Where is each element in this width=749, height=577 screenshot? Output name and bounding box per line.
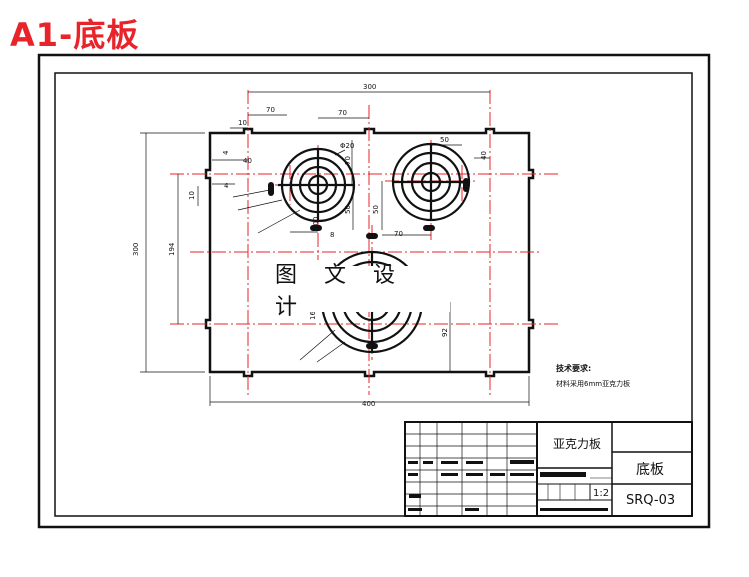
mounting-slots [268,178,469,349]
dim-overall-height: 300 [132,243,140,256]
notes-line-1: 材料采用6mm亚克力板 [556,379,630,388]
dim-70-lower: 70 [394,230,403,238]
dim-8: 8 [330,231,334,239]
dim-4-b: 4 [224,182,229,190]
watermark: 图 文 设 计 [275,263,450,320]
title-block-material: 亚克力板 [553,437,601,451]
dim-16: 16 [309,311,317,320]
title-block-part-name: 底板 [636,462,664,478]
dimension-lines [140,91,530,406]
dim-50-vert-2: 50 [372,205,380,214]
dim-4-a: 4 [222,150,230,155]
dim-40-left: 40 [243,157,252,165]
dim-92: 92 [441,328,449,337]
dim-10-side: 10 [188,191,196,200]
dim-10-top: 10 [238,119,247,127]
disc-pattern-left [278,147,356,223]
dim-70-mid: 70 [338,109,347,117]
dim-70-vert: 70 [344,156,352,165]
dim-overall-width: 400 [362,400,375,408]
dim-50-vert: 50 [344,205,352,214]
disc-pattern-right [391,142,471,222]
outer-frame [37,53,711,529]
notes-heading: 技术要求: [556,363,591,373]
title-block-drawing-no: SRQ-03 [626,493,675,508]
plate-outline [204,127,535,378]
title-block [404,421,693,517]
dim-100: 100 [312,217,320,230]
center-lines [170,90,560,395]
title-block-scale: 1:2 [593,488,609,499]
dim-70-left: 70 [266,106,275,114]
dim-194: 194 [168,242,176,256]
dim-phi20: Φ20 [340,142,354,150]
dim-40: 40 [480,151,488,160]
dim-50-right: 50 [440,136,449,144]
page-title: A1-底板 [10,16,140,54]
dim-top-span: 300 [363,83,376,91]
title-block-marks [408,460,608,511]
inner-frame [54,72,693,517]
